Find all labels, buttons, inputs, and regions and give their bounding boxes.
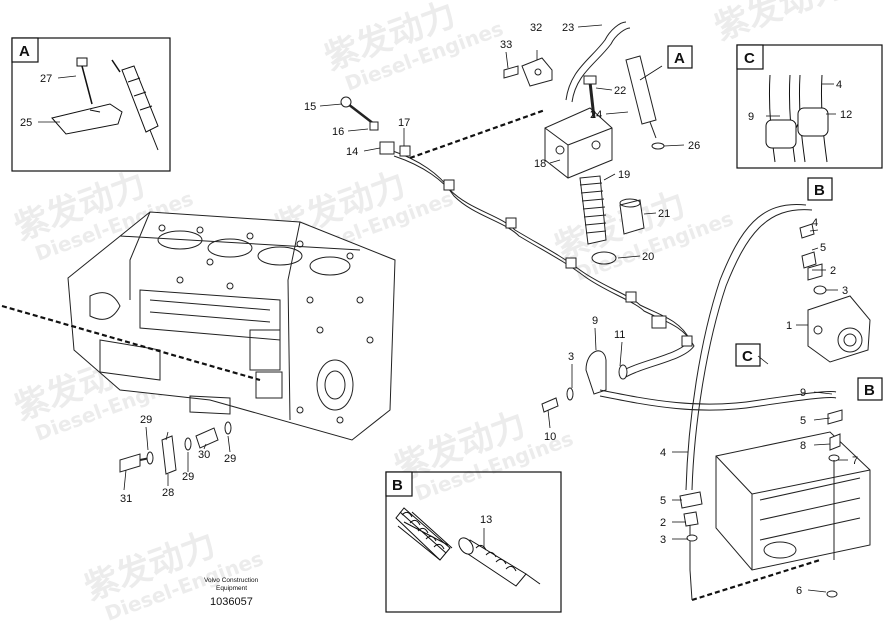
callout-26: 26 (688, 140, 700, 152)
callout-29: 29 (182, 471, 194, 483)
callout-5: 5 (820, 242, 826, 254)
callout-29: 29 (140, 414, 152, 426)
inset-b (385, 471, 562, 613)
inset-b-label: B (392, 477, 403, 494)
callout-5: 5 (800, 415, 806, 427)
callout-24: 24 (590, 109, 602, 121)
callout-11: 11 (614, 329, 625, 341)
watermark-text: 紫发动力 (709, 0, 850, 48)
callout-30: 30 (198, 449, 210, 461)
inset-a (11, 37, 171, 172)
callouts: 27 25 15 16 17 14 18 19 21 20 32 33 23 2… (20, 22, 858, 597)
callout-8: 8 (800, 440, 806, 452)
callout-23: 23 (562, 22, 574, 34)
callout-4: 4 (836, 79, 842, 91)
callout-16: 16 (332, 126, 344, 138)
callout-5: 5 (660, 495, 666, 507)
engine-block (67, 211, 396, 441)
callout-28: 28 (162, 487, 174, 499)
callout-9: 9 (800, 387, 806, 399)
right-components (679, 223, 871, 598)
callout-2: 2 (830, 265, 836, 277)
callout-3: 3 (842, 285, 848, 297)
callout-33: 33 (500, 39, 512, 51)
drawing-number: 1036057 (210, 596, 253, 608)
callout-1: 1 (786, 320, 792, 332)
callout-14: 14 (346, 146, 358, 158)
callout-7: 7 (852, 455, 858, 467)
callout-2: 2 (660, 517, 666, 529)
callout-3: 3 (660, 534, 666, 546)
callout-9: 9 (748, 111, 754, 123)
marker-b-top: B (814, 182, 825, 199)
inset-c (736, 44, 883, 169)
callout-13: 13 (480, 514, 492, 526)
callout-29: 29 (224, 453, 236, 465)
callout-10: 10 (544, 431, 556, 443)
reference-lines (1, 108, 821, 602)
callout-4: 4 (660, 447, 666, 459)
letter-markers (667, 45, 883, 401)
callout-31: 31 (120, 493, 132, 505)
callout-12: 12 (840, 109, 852, 121)
leader-lines (38, 24, 848, 593)
callout-32: 32 (530, 22, 542, 34)
callout-27: 27 (40, 73, 52, 85)
marker-c: C (742, 348, 753, 365)
callout-22: 22 (614, 85, 626, 97)
marker-a: A (674, 50, 685, 67)
brand-line1: Volvo Construction (204, 577, 259, 584)
callout-21: 21 (658, 208, 670, 220)
callout-9: 9 (592, 315, 598, 327)
brand-line2: Equipment (216, 585, 247, 592)
callout-20: 20 (642, 251, 654, 263)
lower-left-fittings (119, 350, 628, 475)
callout-18: 18 (534, 158, 546, 170)
callout-17: 17 (398, 117, 410, 129)
callout-15: 15 (304, 101, 316, 113)
marker-b-right: B (864, 382, 875, 399)
callout-25: 25 (20, 117, 32, 129)
callout-6: 6 (796, 585, 802, 597)
inset-a-label: A (19, 43, 30, 60)
footer: Volvo Construction Equipment 1036057 (204, 577, 259, 608)
fuel-pipes (340, 21, 695, 379)
callout-3: 3 (568, 351, 574, 363)
inset-c-label: C (744, 50, 755, 67)
callout-4: 4 (812, 217, 818, 229)
callout-19: 19 (618, 169, 630, 181)
